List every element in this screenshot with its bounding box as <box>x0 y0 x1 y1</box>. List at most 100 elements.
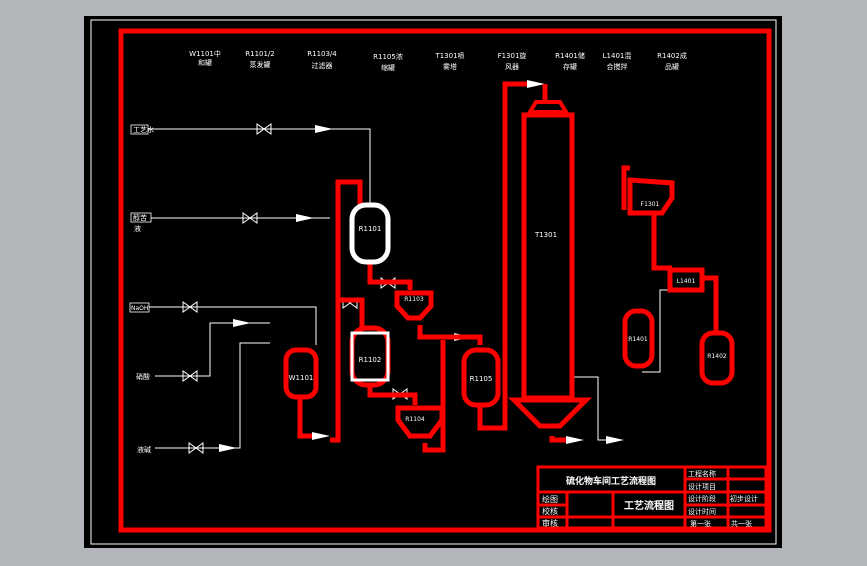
drawing-canvas <box>84 16 782 548</box>
line-r1401-mixer <box>642 289 670 373</box>
valve-r1103 <box>380 277 396 289</box>
tower-t1301 <box>521 112 575 401</box>
pipe-r1101-r1103 <box>367 262 413 290</box>
input-naoh-label: NaOH <box>131 305 148 312</box>
vessel-r1401 <box>622 308 655 369</box>
header-t1301-line1: T1301喷 <box>434 51 464 60</box>
header-r1402-line2: 品罐 <box>665 62 679 71</box>
title-block: 硫化物车间工艺流程图 绘图 校核 审核 工艺流程图 工程名称 设计项目 设计阶段… <box>536 465 768 530</box>
label-r1101: R1101 <box>359 225 382 233</box>
vessel-r1102-inner <box>350 331 390 382</box>
arrow-tower-top <box>527 80 545 88</box>
pipe-w1101-out <box>297 395 312 439</box>
tb-project-title: 硫化物车间工艺流程图 <box>566 475 656 487</box>
label-t1301: T1301 <box>534 231 557 239</box>
filter-r1103 <box>394 290 434 321</box>
tb-sheet-total: 共一张 <box>731 519 752 528</box>
tb-drawing-name: 工艺流程图 <box>624 499 674 512</box>
title-block-grid <box>538 467 766 528</box>
column-headers: W1101中 和罐 R1101/2 蒸发罐 R1103/4 过滤器 R1105浓… <box>189 49 687 72</box>
arrow-water <box>315 125 333 133</box>
arrow-liquor <box>296 214 314 222</box>
vessel-w1101 <box>283 347 319 400</box>
line-naoh <box>149 306 317 345</box>
outer-border <box>90 19 777 545</box>
label-r1105: R1105 <box>470 375 493 383</box>
header-r1101-line1: R1101/2 <box>245 50 275 58</box>
arrow-recycle <box>606 436 624 444</box>
tb-right-label-1: 设计项目 <box>688 482 716 491</box>
pipe-cyclone-in <box>621 165 630 210</box>
valve-naoh <box>182 301 198 313</box>
equipment-group: R1101 W1101 R1102 R1103 R1104 R1105 T130… <box>283 100 735 439</box>
arrow-tower-out <box>566 436 584 444</box>
pipe-r1105-tower <box>477 81 527 431</box>
header-w1101-line2: 和罐 <box>198 58 212 67</box>
header-r1103-line2: 过滤器 <box>312 61 333 70</box>
header-r1103-line1: R1103/4 <box>307 50 337 58</box>
header-l1401-line1: L1401混 <box>603 51 632 60</box>
header-r1402-line1: R1402成 <box>657 51 687 60</box>
pipe-cyclone-mixer <box>651 213 672 271</box>
red-piping <box>297 81 719 453</box>
label-w1101: W1101 <box>289 374 314 382</box>
tb-right-label-2: 设计阶段 <box>688 494 716 503</box>
tower-top-cap <box>526 100 570 114</box>
label-r1103: R1103 <box>404 296 424 303</box>
input-liquor-label: 醇苦 <box>133 213 147 222</box>
input-nitric-label: 硝酸 <box>136 372 150 381</box>
valve-water <box>256 123 272 135</box>
arrow-w1101-out <box>312 432 330 440</box>
valve-liquor <box>242 212 258 224</box>
mixer-l1401 <box>667 267 705 293</box>
pipe-r1102-top <box>338 297 365 330</box>
pipe-r1103-r1105 <box>417 325 483 345</box>
arrow-nitric <box>233 319 251 327</box>
input-caustic-label: 液碱 <box>137 445 151 454</box>
cyclone-f1301 <box>627 177 675 216</box>
header-r1105-line2: 缩罐 <box>381 63 395 72</box>
label-l1401: L1401 <box>677 278 696 285</box>
tb-right-label-0: 工程名称 <box>688 469 716 478</box>
header-w1101-line1: W1101中 <box>189 49 221 58</box>
vessel-r1101 <box>349 202 391 265</box>
input-liquor-label-2: 液 <box>134 224 141 233</box>
tb-design-stage: 初步设计 <box>730 494 758 503</box>
pipe-main-riser <box>330 182 341 443</box>
tb-drawing-label: 绘图 <box>542 494 558 504</box>
title-block-text: 硫化物车间工艺流程图 绘图 校核 审核 工艺流程图 工程名称 设计项目 设计阶段… <box>542 469 758 528</box>
pipe-r1104-riser <box>422 340 446 453</box>
tb-review-label: 审核 <box>542 518 558 528</box>
vessel-r1105 <box>461 347 501 408</box>
header-f1301-line2: 风器 <box>505 63 519 71</box>
header-r1401-line2: 存罐 <box>563 62 577 71</box>
valve-caustic <box>188 442 204 454</box>
line-caustic <box>155 342 270 449</box>
flow-arrows <box>219 80 624 452</box>
tb-sheet-no: 第一张 <box>690 519 711 528</box>
pipe-tower-bottom <box>549 436 566 443</box>
tb-check-label: 校核 <box>542 506 558 516</box>
inner-frame <box>118 28 772 533</box>
header-r1105-line1: R1105浓 <box>373 52 403 61</box>
header-l1401-line2: 合搅拌 <box>607 62 628 71</box>
label-r1402: R1402 <box>707 353 727 360</box>
label-r1102: R1102 <box>359 356 382 364</box>
line-tower-bottom <box>565 376 610 441</box>
header-r1401-line1: R1401储 <box>555 51 585 60</box>
pipe-mixer-r1402 <box>700 275 719 333</box>
vessel-r1402 <box>699 330 735 386</box>
tb-right-label-3: 设计时间 <box>688 507 716 516</box>
header-r1101-line2: 蒸发罐 <box>250 60 271 69</box>
tower-cone <box>507 397 593 429</box>
valve-nitric <box>182 370 198 382</box>
label-f1301: F1301 <box>641 201 660 208</box>
header-f1301-line1: F1301旋 <box>498 51 527 60</box>
header-t1301-line2: 雾塔 <box>443 62 457 71</box>
label-r1401: R1401 <box>628 336 648 343</box>
input-water-label: 工艺水 <box>133 125 154 134</box>
arrow-caustic <box>219 444 237 452</box>
pipe-r1102-r1104 <box>367 386 418 405</box>
